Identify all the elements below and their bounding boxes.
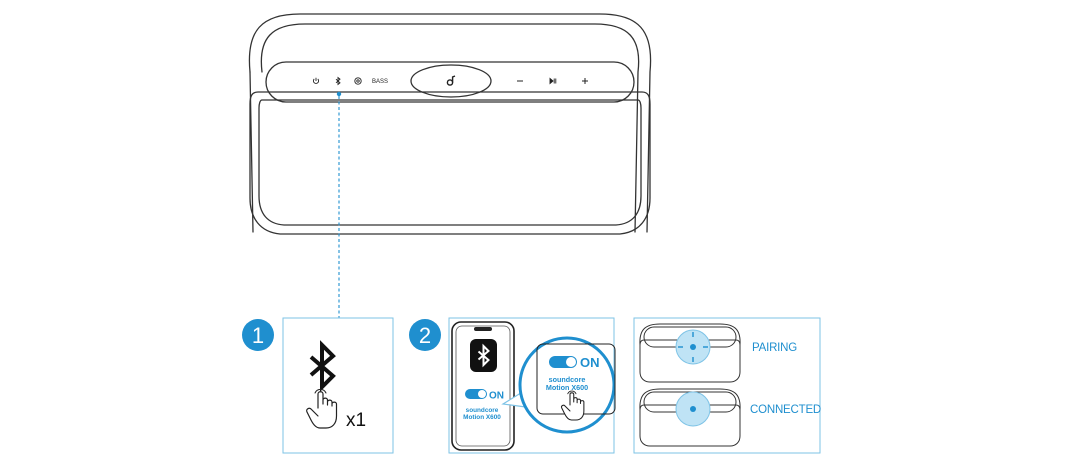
status-row-connected: CONNECTED [639,388,821,447]
tap-hand-icon [306,388,338,429]
leader-line [336,91,342,318]
bluetooth-icon [309,340,336,392]
step-1-number: 1 [252,323,264,348]
speaker-illustration [248,13,652,235]
zoom-device-name-line2: Motion X600 [546,383,588,392]
step-2-badge [409,319,441,351]
step-2: 2 ON soundcore Motion X600 [409,317,616,454]
bassup-icon: BASS [372,79,388,85]
status-label-pairing: PAIRING [752,342,797,354]
speaker-center-button [410,64,492,98]
phone-device-name-line2: Motion X600 [463,414,501,421]
speaker-handle [248,13,652,233]
zoom-device-name-line1: soundcore [549,375,586,384]
speaker-control-icons: BASS [312,75,588,86]
zoom-bluetooth-toggle[interactable]: ON [549,355,600,370]
step-2-number: 2 [419,323,431,348]
bassup-label: BASS [372,79,388,85]
phone-toggle-label: ON [489,391,504,402]
partycast-icon [354,77,362,85]
status-label-connected: CONNECTED [750,404,821,416]
bluetooth-icon [477,343,490,368]
zoom-toggle-label: ON [580,355,600,370]
plus-icon [582,78,588,84]
status-panel: PAIRING CONNECTED [633,317,821,454]
status-row-pairing: PAIRING [639,323,797,383]
smartphone: ON soundcore Motion X600 [451,321,515,451]
press-count: x1 [346,410,366,431]
bluetooth-icon [335,76,341,86]
speaker-body [249,91,651,235]
tap-hand-icon [560,390,585,421]
play-pause-icon [549,77,557,85]
zoom-callout: ON soundcore Motion X600 [501,336,616,434]
soundcore-logo-icon [446,75,456,86]
speaker-top-panel [265,61,635,103]
step-1-panel [282,317,394,454]
speaker-handle-inner [260,23,640,233]
phone-bluetooth-toggle[interactable]: ON [465,389,504,402]
phone-device-name-line1: soundcore [466,407,499,414]
power-icon [312,77,320,84]
step-1: 1 x1 [242,317,394,454]
step-1-badge [242,319,274,351]
